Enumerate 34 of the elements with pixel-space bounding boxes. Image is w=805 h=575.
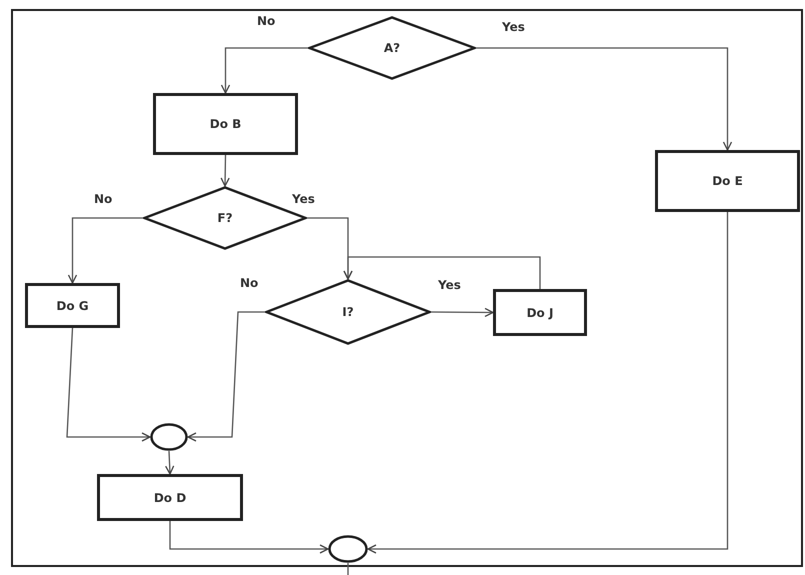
arrow [367,212,728,554]
connector-circle [328,535,368,563]
arrow [476,47,732,151]
edge-label: Yes [500,20,527,34]
decision-diamond [265,279,431,345]
edge-label: No [238,276,260,290]
node-label: Do G [56,298,89,312]
connector-circle [150,423,188,451]
node-label: I? [342,305,354,319]
arrow [220,154,230,187]
node-label: Do J [526,306,554,320]
process-box [97,474,243,521]
arrow [66,328,151,442]
node-label: Do E [712,174,743,188]
node-label: A? [384,41,400,55]
process-box [153,93,298,155]
node-label: Do B [210,117,242,131]
arrow [68,217,143,284]
node-label: Do D [154,490,186,504]
node-label: F? [217,211,233,225]
arrow [165,450,174,475]
arrow [220,47,308,94]
edge-label: No [255,14,278,28]
edge-label: Yes [290,192,317,206]
arrow [169,521,329,554]
arrow [187,311,265,442]
arrow [431,308,494,318]
process-box [25,283,120,328]
process-box [493,289,587,336]
edge-label: Yes [436,278,463,292]
arrow [343,256,541,289]
process-box [655,150,800,212]
decision-diamond [308,16,476,80]
edge-label: No [92,192,114,206]
